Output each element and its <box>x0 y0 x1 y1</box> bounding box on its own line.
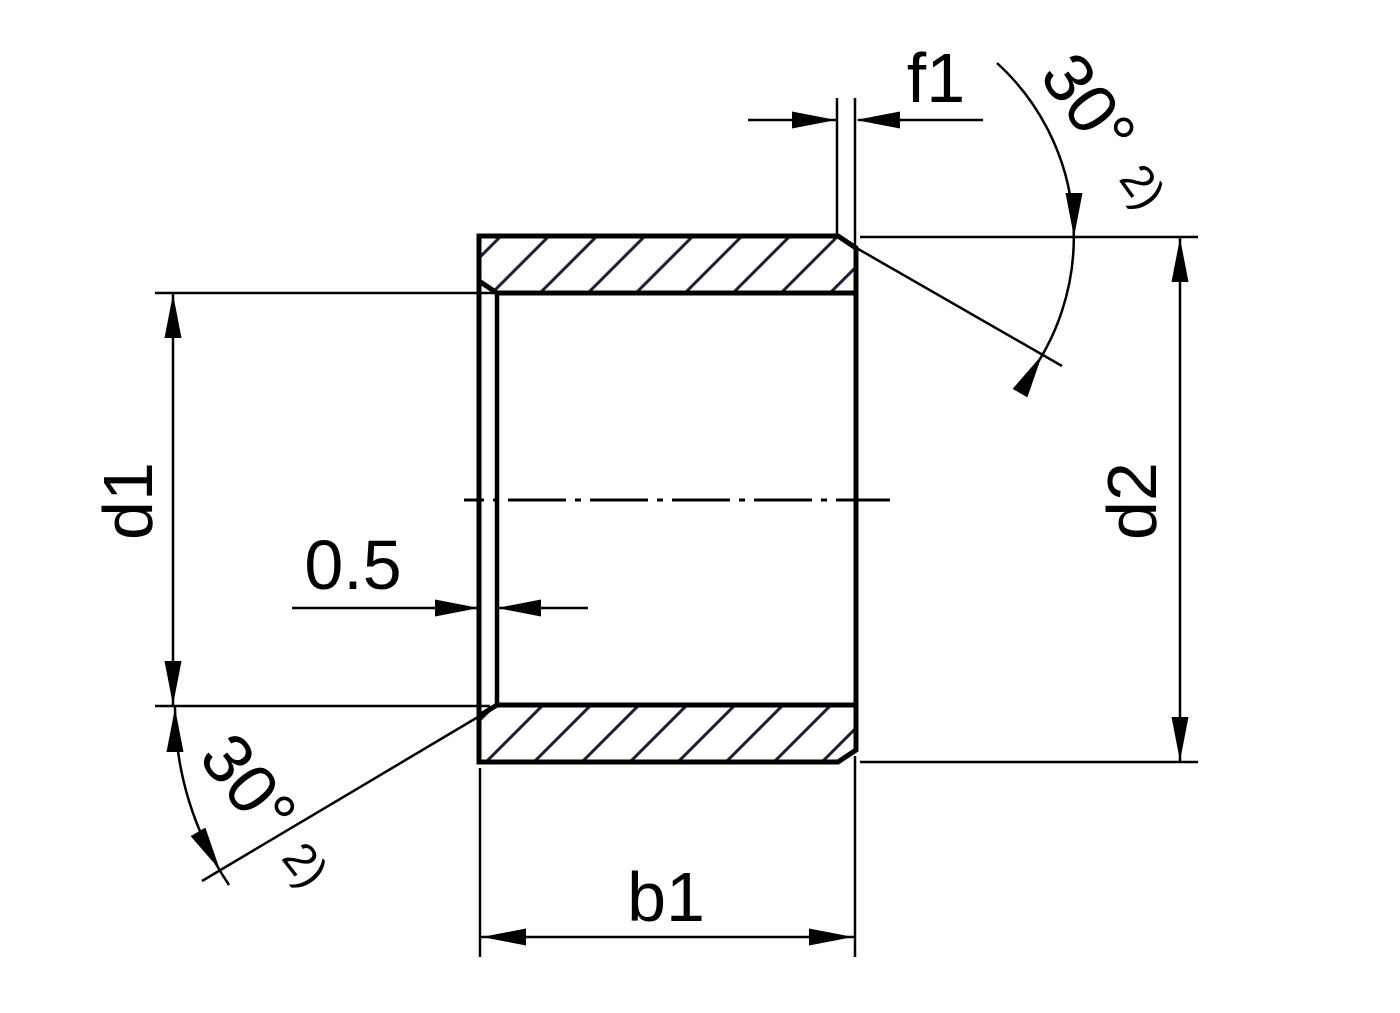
angle-top-arrow-a <box>1065 193 1083 237</box>
dimension-b1 <box>478 756 857 957</box>
angle-top-value: 30° <box>1026 39 1151 170</box>
liner-label: 0.5 <box>304 526 401 604</box>
angle-bottom-arrow-a <box>166 708 184 752</box>
bore-chamfer-top-left <box>477 278 499 296</box>
angle-bottom-arrow-b <box>190 827 220 870</box>
angle-top-arrows <box>1012 193 1083 398</box>
outer-profile <box>476 233 859 765</box>
d2-arrow-down <box>1171 717 1189 761</box>
angle-top-footnote: 2) <box>1110 154 1176 218</box>
f1-arrow-left <box>856 111 900 129</box>
d1-label: d1 <box>89 462 167 540</box>
d2-arrows <box>1171 238 1189 761</box>
angle-bottom-arrows <box>166 708 220 870</box>
d2-arrow-up <box>1171 238 1189 282</box>
angle-top-label: 30° 2) <box>1026 39 1190 223</box>
liner-arrows <box>435 599 541 617</box>
f1-arrow-right <box>792 111 836 129</box>
liner-arrow-left <box>497 599 541 617</box>
hatch-top-wall <box>479 236 856 293</box>
d1-arrows <box>164 294 182 705</box>
liner-arrow-right <box>435 599 479 617</box>
b1-arrow-right <box>809 928 853 946</box>
angle-top-arrow-b <box>1012 355 1042 398</box>
d1-arrow-up <box>164 294 182 338</box>
chamfer-construction-line-bottom <box>201 712 484 883</box>
f1-arrows <box>792 111 900 129</box>
b1-arrows <box>482 928 853 946</box>
d1-arrow-down <box>164 661 182 705</box>
bushing-outline <box>476 233 859 765</box>
dimension-d2 <box>860 235 1198 764</box>
angle-bottom-footnote: 2) <box>273 832 339 896</box>
hatch-bottom-wall <box>479 705 856 762</box>
dimension-d1 <box>155 291 497 708</box>
f1-label: f1 <box>907 39 965 117</box>
d2-label: d2 <box>1093 462 1171 540</box>
chamfer-construction-line-top <box>845 240 1063 368</box>
b1-arrow-left <box>482 928 526 946</box>
b1-label: b1 <box>627 858 705 936</box>
